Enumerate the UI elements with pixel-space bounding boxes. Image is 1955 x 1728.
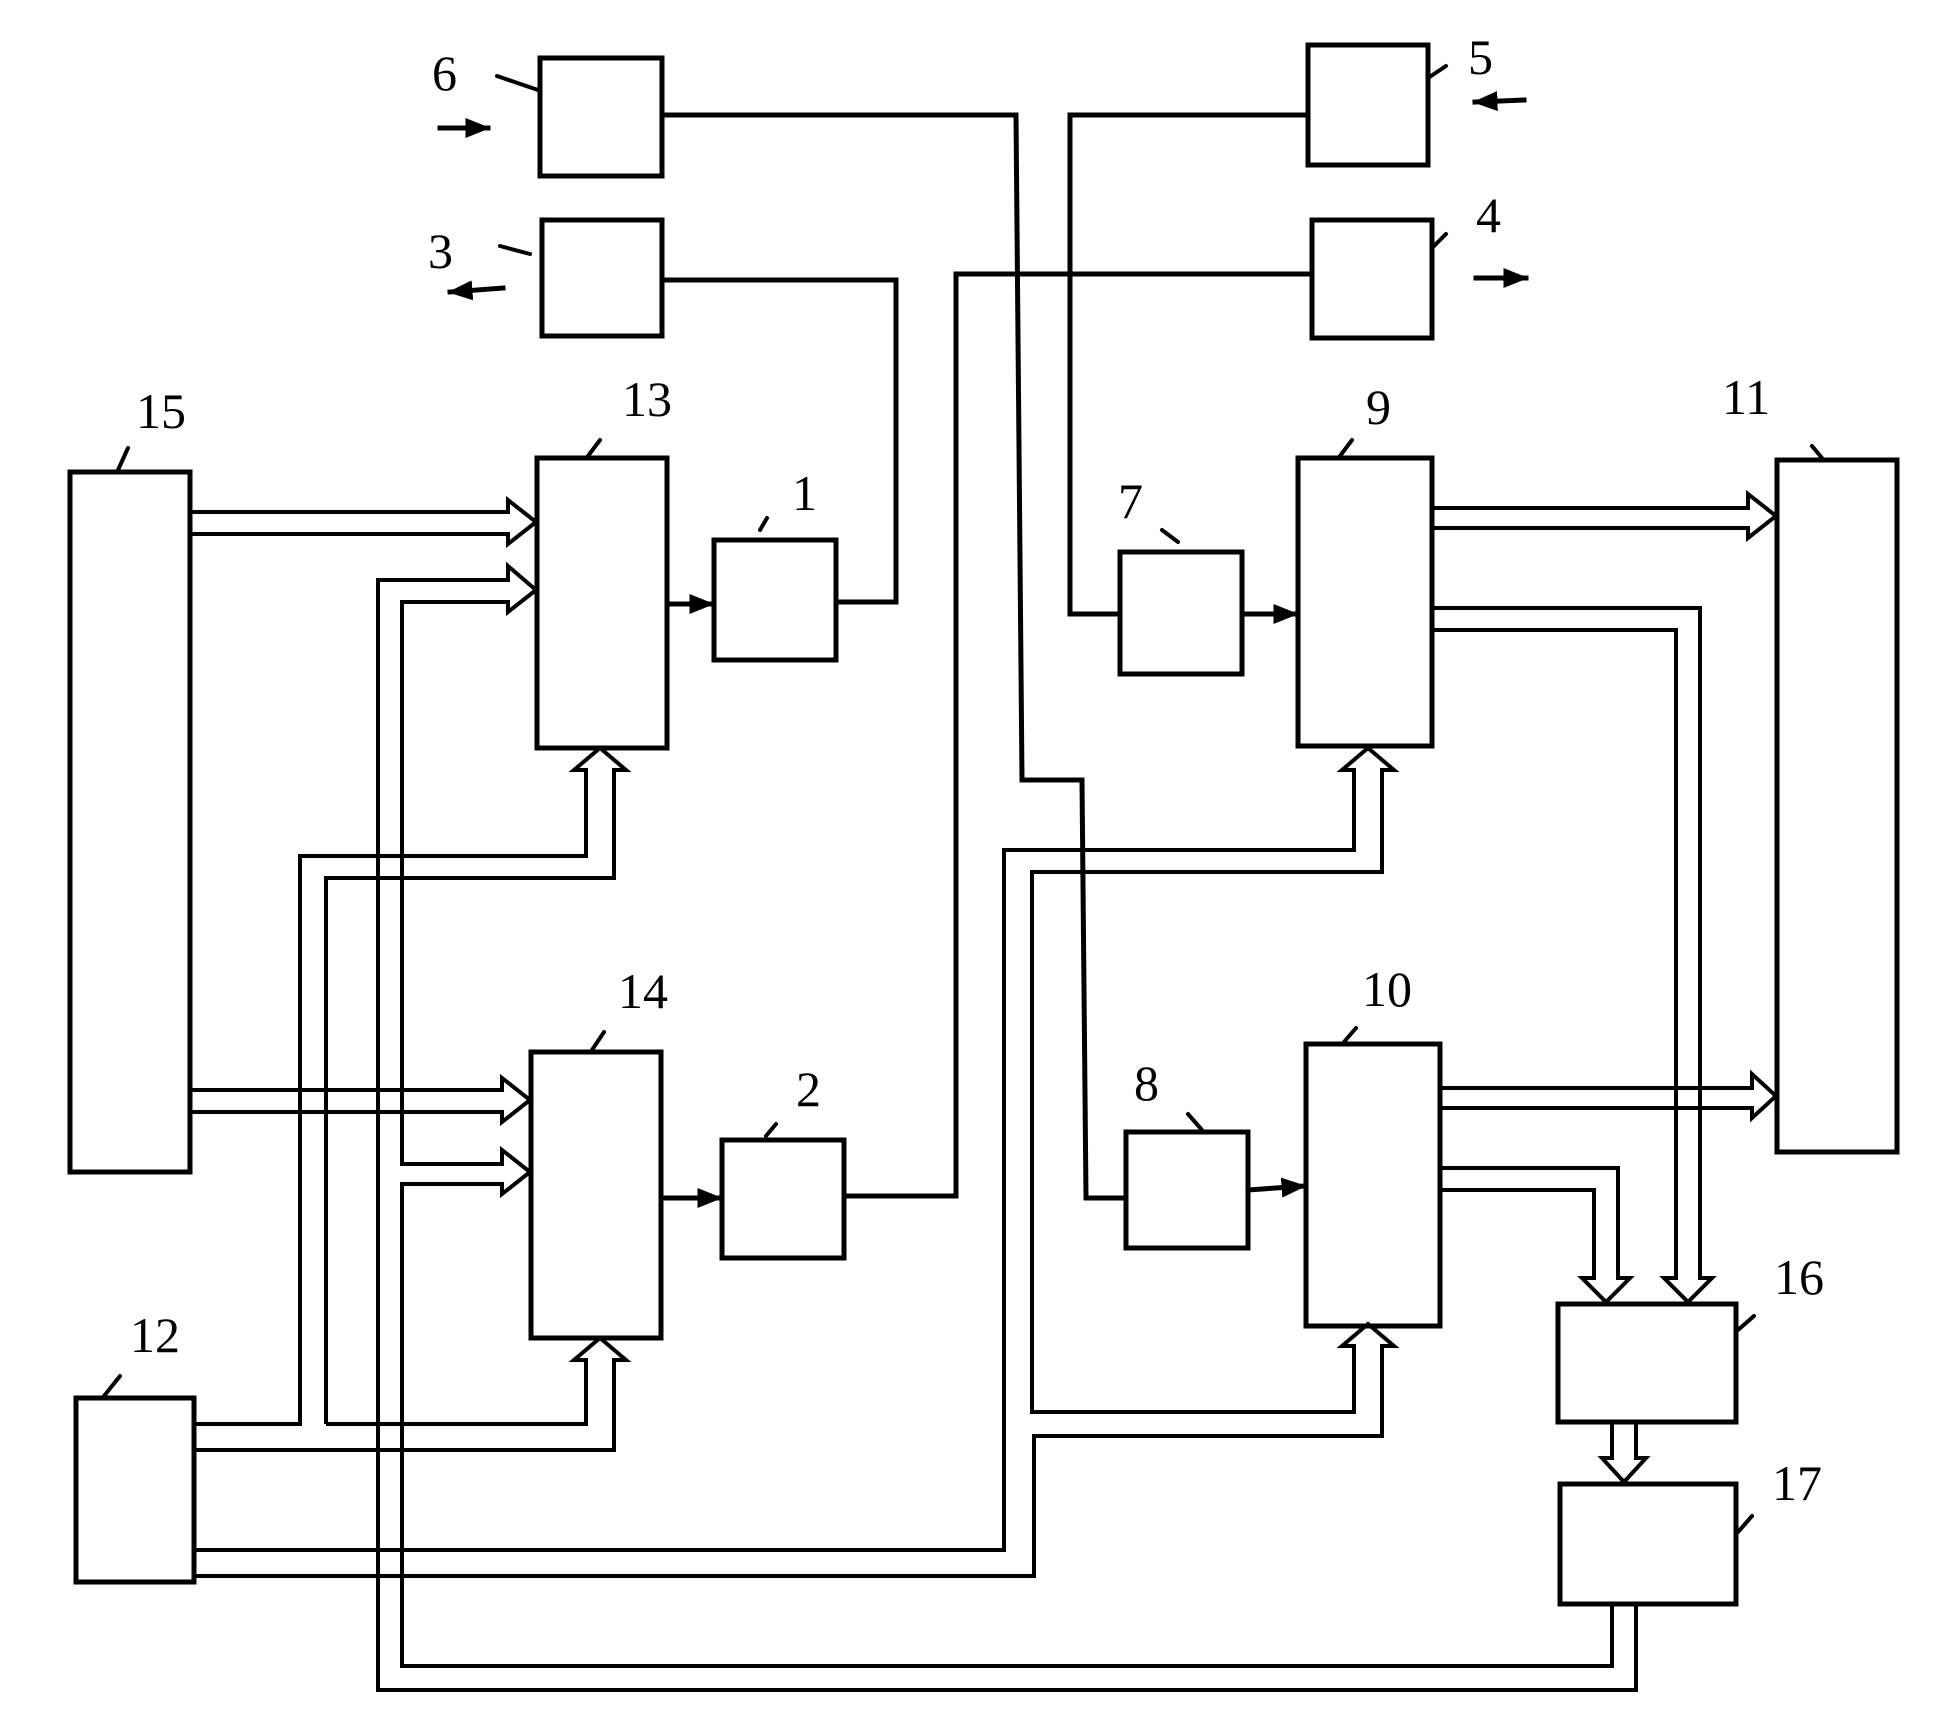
svg-text:7: 7	[1118, 473, 1143, 529]
svg-text:10: 10	[1362, 961, 1412, 1017]
block-14: 14	[531, 963, 668, 1338]
svg-text:4: 4	[1476, 187, 1501, 243]
svg-text:13: 13	[622, 371, 672, 427]
svg-text:17: 17	[1772, 1455, 1822, 1511]
block-16: 16	[1558, 1249, 1824, 1422]
block-15: 15	[70, 383, 190, 1172]
svg-text:11: 11	[1722, 369, 1770, 425]
block-11: 11	[1722, 369, 1897, 1152]
block-13: 13	[537, 371, 672, 748]
block-12: 12	[76, 1307, 194, 1582]
block-2: 2	[722, 1061, 844, 1258]
block-3: 3	[428, 220, 662, 336]
svg-text:12: 12	[130, 1307, 180, 1363]
svg-text:6: 6	[432, 45, 457, 101]
svg-text:8: 8	[1134, 1055, 1159, 1111]
block-7: 7	[1118, 473, 1242, 674]
svg-text:9: 9	[1366, 379, 1391, 435]
block-4: 4	[1312, 187, 1501, 338]
block-6: 6	[432, 45, 662, 176]
bus-connections	[190, 494, 1776, 1690]
svg-text:5: 5	[1468, 29, 1493, 85]
block-9: 9	[1298, 379, 1432, 746]
block-8: 8	[1126, 1055, 1248, 1248]
block-10: 10	[1306, 961, 1440, 1326]
svg-text:3: 3	[428, 223, 453, 279]
svg-text:14: 14	[618, 963, 668, 1019]
svg-text:1: 1	[792, 465, 817, 521]
svg-text:2: 2	[796, 1061, 821, 1117]
block-5: 5	[1308, 29, 1493, 165]
block-1: 1	[714, 465, 836, 660]
svg-text:16: 16	[1774, 1249, 1824, 1305]
block-17: 17	[1560, 1455, 1822, 1604]
svg-text:15: 15	[136, 383, 186, 439]
